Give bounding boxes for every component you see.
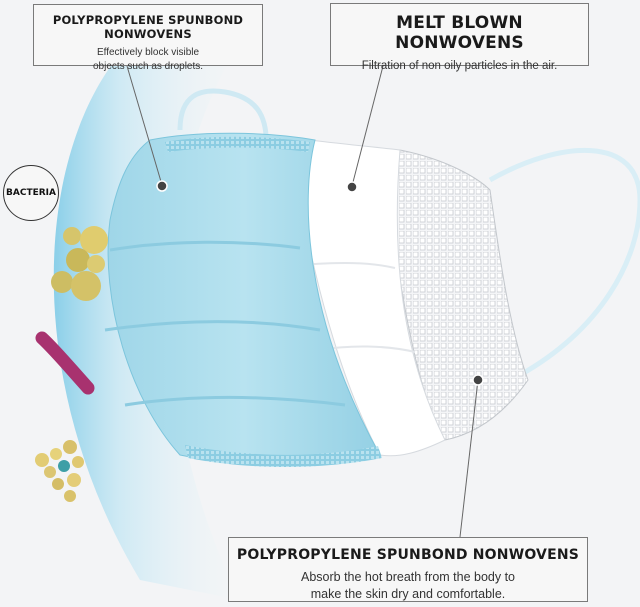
- callout-title: MELT BLOWN NONWOVENS: [395, 13, 524, 53]
- callout-outer-layer: POLYPROPYLENE SPUNBOND NONWOVENS Effecti…: [33, 4, 263, 72]
- leader-middle: [351, 65, 384, 187]
- leader-outer: [126, 65, 163, 186]
- callout-middle-layer: MELT BLOWN NONWOVENS Filtration of non o…: [330, 3, 589, 72]
- bacteria-label: BACTERIA: [6, 188, 56, 198]
- bacteria-badge: BACTERIA: [3, 165, 59, 221]
- inner-mesh-layer: [389, 149, 529, 441]
- rod-bacteria-icon: [35, 331, 95, 395]
- leader-inner: [459, 379, 479, 538]
- marker-inner: [472, 374, 484, 386]
- callout-description: Filtration of non oily particles in the …: [361, 60, 558, 72]
- callout-description: Absorb the hot breath from the body to m…: [300, 570, 516, 601]
- melt-blown-layer: [299, 139, 446, 457]
- callout-title: POLYPROPYLENE SPUNBOND NONWOVENS: [52, 13, 244, 41]
- callout-inner-layer: POLYPROPYLENE SPUNBOND NONWOVENS Absorb …: [228, 537, 588, 602]
- stitch-bottom: [185, 445, 382, 467]
- cocci-cluster-icon: [35, 440, 84, 502]
- marker-outer: [156, 180, 168, 192]
- bacteria-cluster-icon: [51, 226, 108, 301]
- stitch-top: [165, 136, 310, 152]
- ear-loop-top: [177, 88, 269, 151]
- marker-middle: [346, 181, 358, 193]
- callout-description: Effectively block visible objects such a…: [92, 47, 204, 72]
- ear-loop-right: [488, 148, 640, 378]
- callout-title: POLYPROPYLENE SPUNBOND NONWOVENS: [236, 547, 580, 563]
